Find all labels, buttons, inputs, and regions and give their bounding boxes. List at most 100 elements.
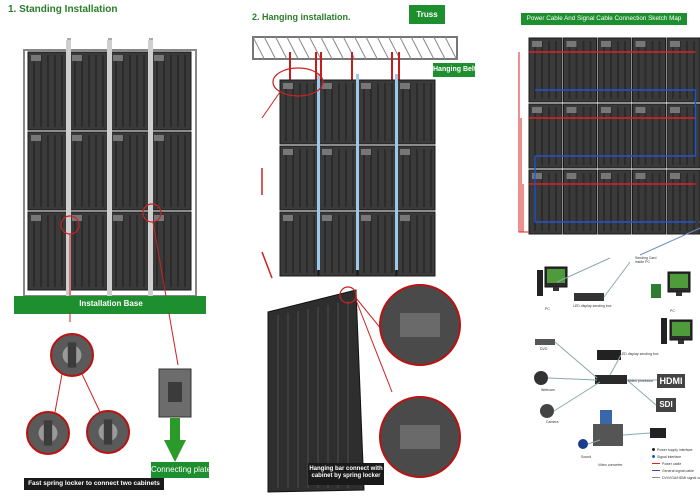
plate-callout-line xyxy=(152,221,179,366)
cabinet-handle xyxy=(72,135,82,141)
router-device xyxy=(650,428,666,438)
truss-brace xyxy=(297,36,310,60)
device-cable xyxy=(587,439,601,445)
truss-brace xyxy=(433,36,446,60)
led-sending-box-2 xyxy=(597,350,621,360)
wiring-cabinet xyxy=(632,103,666,169)
cabinet-handle xyxy=(31,135,41,141)
device-cable xyxy=(622,432,651,436)
cabinet-handle xyxy=(670,41,680,47)
cabinet-handle xyxy=(532,107,542,113)
installation-base-label: Installation Base xyxy=(16,296,206,312)
dvd-player xyxy=(535,339,555,345)
legend-swatch xyxy=(652,448,655,451)
zoom-link xyxy=(54,373,63,413)
sound-caption: Sound xyxy=(581,455,592,459)
cabinet-handle xyxy=(635,41,646,47)
hdmi-label: HDMI xyxy=(657,374,685,388)
cabinet-handle xyxy=(532,41,542,47)
standing-pillar xyxy=(107,40,112,300)
cabinet-handle xyxy=(154,55,164,61)
pc-right-lower-monitor-screen xyxy=(672,322,690,336)
wiring-cabinet xyxy=(632,37,666,103)
hanging-caption: Hanging bar connect with cabinet by spri… xyxy=(308,463,384,485)
belt-zoom-top-detail xyxy=(400,313,440,337)
device-cable xyxy=(547,377,598,381)
cabinet-handle xyxy=(361,215,371,221)
sound-device xyxy=(578,439,588,449)
cabinet-handle xyxy=(72,215,82,221)
connecting-plate-detail xyxy=(168,382,182,402)
legend-label: Power cable xyxy=(662,461,682,466)
truss-brace xyxy=(275,36,288,60)
pc-right-tower xyxy=(661,318,667,344)
hanging-bar xyxy=(395,74,398,270)
truss-label: Truss xyxy=(409,5,445,24)
pc-right-monitor-stand xyxy=(676,292,682,296)
legend-label: General signal cable xyxy=(662,468,694,473)
truss-brace xyxy=(399,36,412,60)
closeup-callout-line xyxy=(355,297,383,331)
connecting-plate-label: Connecting plate xyxy=(151,462,209,478)
device-cable xyxy=(609,354,622,376)
device-cable xyxy=(553,381,601,412)
down-arrow xyxy=(261,91,281,119)
truss xyxy=(252,36,458,60)
hanging-bar xyxy=(356,74,359,270)
standing-pillar xyxy=(148,40,153,300)
cabinet-handle xyxy=(601,173,611,179)
wiring-cabinet xyxy=(597,37,632,103)
legend-swatch xyxy=(652,455,655,458)
legend-item: Signal interface xyxy=(652,453,698,460)
cabinet-handle xyxy=(601,41,611,47)
cabinet-handle xyxy=(283,83,293,89)
cabinet-handle xyxy=(532,173,542,179)
pc-right-caption: PC xyxy=(670,309,675,313)
converter-screen xyxy=(600,410,612,424)
truss-brace xyxy=(410,36,423,60)
pc-right-lower-monitor-stand xyxy=(678,340,684,344)
video-processor-caption: Video processor xyxy=(628,379,654,383)
cabinet-handle xyxy=(31,55,41,61)
pc-left-monitor-stand xyxy=(553,287,559,291)
wiring-cabinet xyxy=(528,103,563,169)
wiring-cabinet xyxy=(528,37,563,103)
cabinet-handle xyxy=(566,107,577,113)
truss-brace xyxy=(252,36,265,60)
cabinet-handle xyxy=(635,173,646,179)
cabinet-handle xyxy=(566,41,577,47)
cabinet-handle xyxy=(566,173,577,179)
truss-brace xyxy=(422,36,435,60)
hanging-bar xyxy=(317,74,320,270)
cabinet-handle xyxy=(670,107,680,113)
webcam-caption: Webcam xyxy=(541,388,555,392)
video-converter-caption: Video converter xyxy=(598,463,623,467)
cabinet-handle xyxy=(72,55,82,61)
legend-item: Power supply interface xyxy=(652,446,698,453)
device-cable xyxy=(556,257,611,283)
sending-box-1-caption: LED display sending box xyxy=(573,304,612,308)
sending-card xyxy=(651,284,661,298)
video-converter xyxy=(593,424,623,446)
truss-brace xyxy=(331,36,344,60)
cabinet-handle xyxy=(322,83,332,89)
plate-arrow xyxy=(164,418,186,462)
closeup-callout-circle xyxy=(339,286,357,304)
cabinet-handle xyxy=(322,149,332,155)
legend-label: Signal interface xyxy=(657,454,682,459)
truss-brace xyxy=(286,36,299,60)
cabinet-handle xyxy=(400,215,410,221)
cabinet-handle xyxy=(113,215,123,221)
wiring-cabinet xyxy=(563,103,597,169)
camera-caption: Camera xyxy=(546,420,559,424)
zoom-link xyxy=(81,373,101,413)
standing-title: 1. Standing Installation xyxy=(8,4,118,15)
locker-zoom-right-detail-bar xyxy=(103,419,113,445)
video-processor xyxy=(595,375,627,384)
power-feed xyxy=(520,118,529,233)
down-arrow xyxy=(261,251,273,279)
plate-callout-circle xyxy=(142,203,162,223)
pc-left-tower xyxy=(537,270,543,296)
cabinet-handle xyxy=(400,149,410,155)
